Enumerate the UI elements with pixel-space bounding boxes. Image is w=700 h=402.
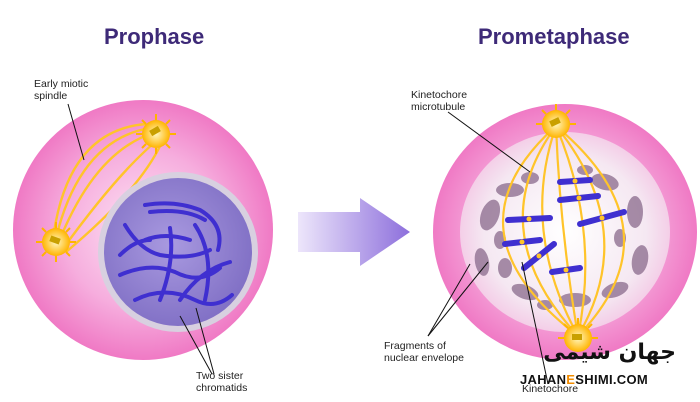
chromatids-label-line1: Two sister	[196, 370, 244, 382]
spindle-label-line1: Early miotic	[34, 78, 89, 90]
spindle-label: Early miotic spindle	[34, 78, 88, 102]
centrosome-icon	[558, 318, 598, 352]
kinetochores	[519, 178, 605, 273]
watermark-latin-a: JAHAN	[520, 372, 567, 387]
leader-line	[427, 263, 471, 337]
watermark-persian: جهان شیمی	[543, 340, 676, 365]
chromatids-label-line2: chromatids	[196, 382, 248, 394]
spindle-fibers-right	[501, 125, 626, 337]
leader-line	[427, 261, 489, 337]
centrosome-icon	[136, 114, 176, 154]
leader-line	[195, 307, 215, 375]
spindle-label-line2: spindle	[34, 90, 68, 102]
kinetochore-microtubule-label: Kinetochore microtubule	[411, 89, 467, 113]
chromatin	[118, 201, 234, 306]
watermark-latin-b: SHIMI.COM	[575, 372, 649, 387]
prophase-title: Prophase	[104, 24, 205, 49]
fragments-label-line1: Fragments of	[384, 340, 446, 352]
kinetochore-microtubule-line1: Kinetochore	[411, 89, 468, 101]
centrosome-icon	[36, 222, 76, 262]
chromatids-label: Two sister chromatids	[196, 370, 247, 394]
leader-line	[521, 261, 549, 385]
prometaphase-title: Prometaphase	[478, 24, 630, 49]
leader-line	[447, 111, 531, 173]
kinetochore-label: Kinetochore	[522, 383, 579, 395]
prophase-cell	[13, 100, 273, 375]
leader-line	[67, 103, 85, 161]
prometaphase-cell	[427, 104, 697, 385]
progression-arrow	[298, 198, 410, 266]
nucleus-left	[104, 178, 252, 326]
watermark-latin: JAHANESHIMI.COM	[520, 372, 648, 387]
watermark-latin-e: E	[566, 372, 576, 387]
kinetochore-microtubule-line2: microtubule	[411, 101, 466, 113]
fragments-label: Fragments of nuclear envelope	[384, 340, 464, 364]
leader-line	[179, 315, 213, 375]
centrosome-icon	[536, 104, 576, 138]
watermark-logo: جهان شیمی JAHANESHIMI.COM	[520, 340, 680, 392]
fragments-label-line2: nuclear envelope	[384, 352, 464, 364]
